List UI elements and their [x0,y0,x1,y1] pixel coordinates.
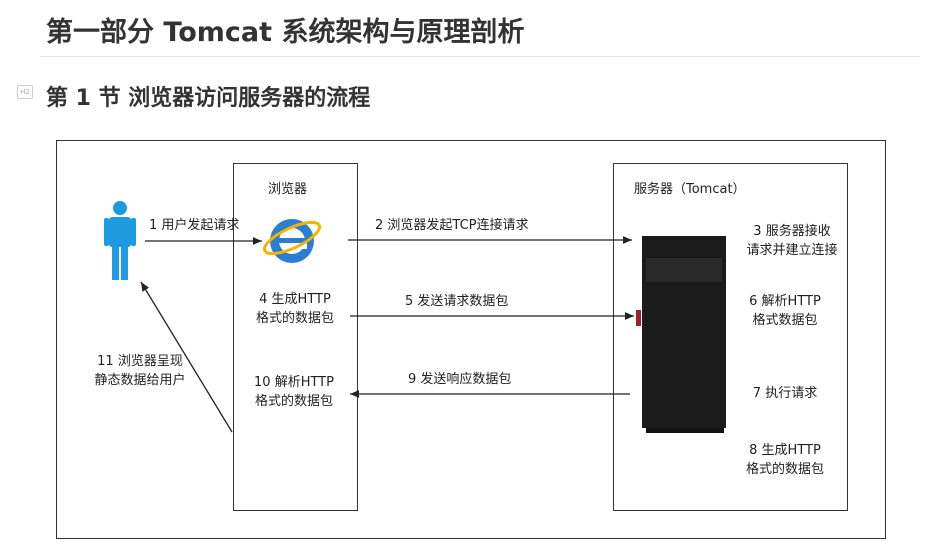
step-4-line-1: 4 生成HTTP [259,292,331,307]
step-4-label: 4 生成HTTP 格式的数据包 [240,290,350,328]
step-10-line-1: 10 解析HTTP [254,375,334,390]
step-10-label: 10 解析HTTP 格式的数据包 [236,373,352,411]
server-title: 服务器（Tomcat） [634,182,746,197]
title-divider [40,56,920,57]
browser-box [233,163,358,511]
step-4-line-2: 格式的数据包 [255,311,334,326]
step-3-line-1: 3 服务器接收 [753,224,831,239]
step-9-label: 9 发送响应数据包 [408,372,512,387]
server-box [613,163,848,511]
step-11-label: 11 浏览器呈现静态数据给用户 [80,352,200,390]
heading-icon[interactable]: H2 [17,85,33,99]
step-6-line-2: 格式数据包 [752,313,818,328]
step-7-label: 7 执行请求 [752,386,818,401]
step-11-line-2: 静态数据给用户 [94,373,186,388]
arrow-step-11 [140,281,233,433]
step-6-line-1: 6 解析HTTP [749,294,821,309]
step-3-line-2: 请求并建立连接 [746,243,838,258]
step-2-label: 2 浏览器发起TCP连接请求 [375,218,529,233]
step-8-line-2: 格式的数据包 [745,462,824,477]
step-8-line-1: 8 生成HTTP [749,443,821,458]
person-icon [104,201,136,280]
ie-browser-icon [262,219,322,263]
diagram-frame [56,140,886,539]
step-10-line-2: 格式的数据包 [254,394,333,409]
section-heading: 第 1 节 浏览器访问服务器的流程 [46,86,371,111]
step-1-label: 1 用户发起请求 [149,218,240,233]
step-8-label: 8 生成HTTP 格式的数据包 [730,441,840,479]
step-11-line-1: 11 浏览器呈现 [97,354,183,369]
page-title: 第一部分 Tomcat 系统架构与原理剖析 [46,17,525,48]
step-3-label: 3 服务器接收请求并建立连接 [737,222,847,260]
browser-title: 浏览器 [268,182,308,197]
server-tower-image [636,236,726,433]
step-6-label: 6 解析HTTP 格式数据包 [730,292,840,330]
step-5-label: 5 发送请求数据包 [405,294,509,309]
